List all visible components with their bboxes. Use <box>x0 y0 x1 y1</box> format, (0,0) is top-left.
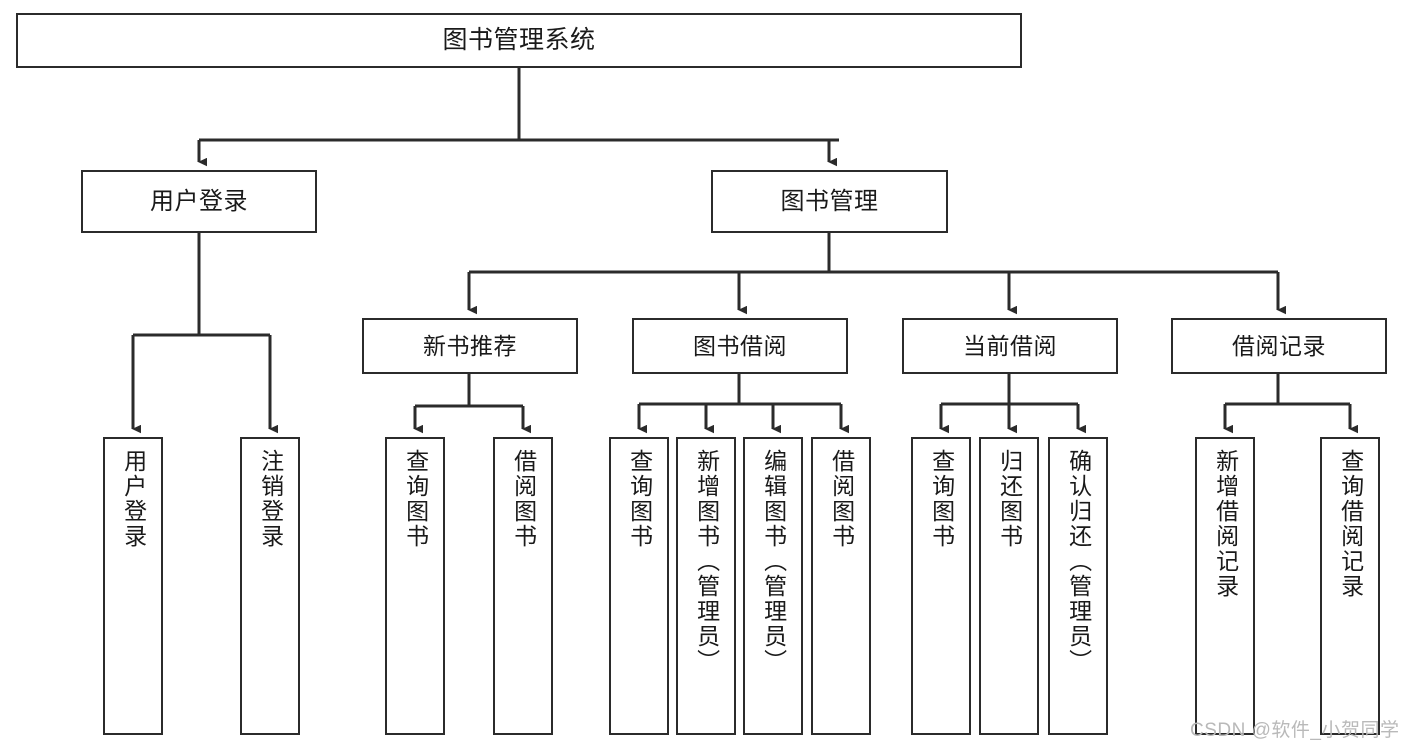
node-root-book-management-system[interactable]: 图书管理系统 <box>16 13 1022 68</box>
node-new-book-recommend[interactable]: 新书推荐 <box>362 318 578 374</box>
node-label: 借阅图书 <box>510 449 537 549</box>
node-leaf-return-book[interactable]: 归还图书 <box>979 437 1039 735</box>
node-borrow-record[interactable]: 借阅记录 <box>1171 318 1387 374</box>
node-label: 借阅图书 <box>828 449 855 549</box>
node-leaf-user-login[interactable]: 用户登录 <box>103 437 163 735</box>
node-label: 图书借阅 <box>693 332 787 359</box>
node-leaf-edit-book[interactable]: 编辑图书（管理员） <box>743 437 803 735</box>
node-label: 图书管理 <box>780 187 879 215</box>
node-label: 当前借阅 <box>963 332 1057 359</box>
node-leaf-logout-login[interactable]: 注销登录 <box>240 437 300 735</box>
node-label: 用户登录 <box>120 449 147 549</box>
node-leaf-add-book[interactable]: 新增图书（管理员） <box>676 437 736 735</box>
node-label: 新增图书（管理员） <box>693 449 720 674</box>
node-label: 图书管理系统 <box>442 26 596 54</box>
node-book-borrow[interactable]: 图书借阅 <box>632 318 848 374</box>
node-label: 查询图书 <box>928 449 955 549</box>
node-label: 查询图书 <box>402 449 429 549</box>
node-current-borrow[interactable]: 当前借阅 <box>902 318 1118 374</box>
node-leaf-borrow-book-1[interactable]: 借阅图书 <box>493 437 553 735</box>
node-label: 查询图书 <box>626 449 653 549</box>
node-leaf-query-book-1[interactable]: 查询图书 <box>385 437 445 735</box>
node-label: 归还图书 <box>996 449 1023 549</box>
node-label: 用户登录 <box>150 187 248 215</box>
node-label: 新增借阅记录 <box>1212 449 1239 599</box>
node-label: 编辑图书（管理员） <box>760 449 787 674</box>
node-user-login[interactable]: 用户登录 <box>81 170 317 233</box>
node-leaf-query-book-2[interactable]: 查询图书 <box>609 437 669 735</box>
node-leaf-query-book-3[interactable]: 查询图书 <box>911 437 971 735</box>
node-label: 新书推荐 <box>423 332 517 359</box>
node-leaf-confirm-return[interactable]: 确认归还（管理员） <box>1048 437 1108 735</box>
node-label: 查询借阅记录 <box>1337 449 1364 599</box>
node-label: 借阅记录 <box>1232 332 1326 359</box>
node-leaf-borrow-book-2[interactable]: 借阅图书 <box>811 437 871 735</box>
node-book-management[interactable]: 图书管理 <box>711 170 948 233</box>
node-label: 注销登录 <box>257 449 284 549</box>
node-label: 确认归还（管理员） <box>1065 449 1092 674</box>
node-leaf-query-record[interactable]: 查询借阅记录 <box>1320 437 1380 735</box>
node-leaf-add-record[interactable]: 新增借阅记录 <box>1195 437 1255 735</box>
